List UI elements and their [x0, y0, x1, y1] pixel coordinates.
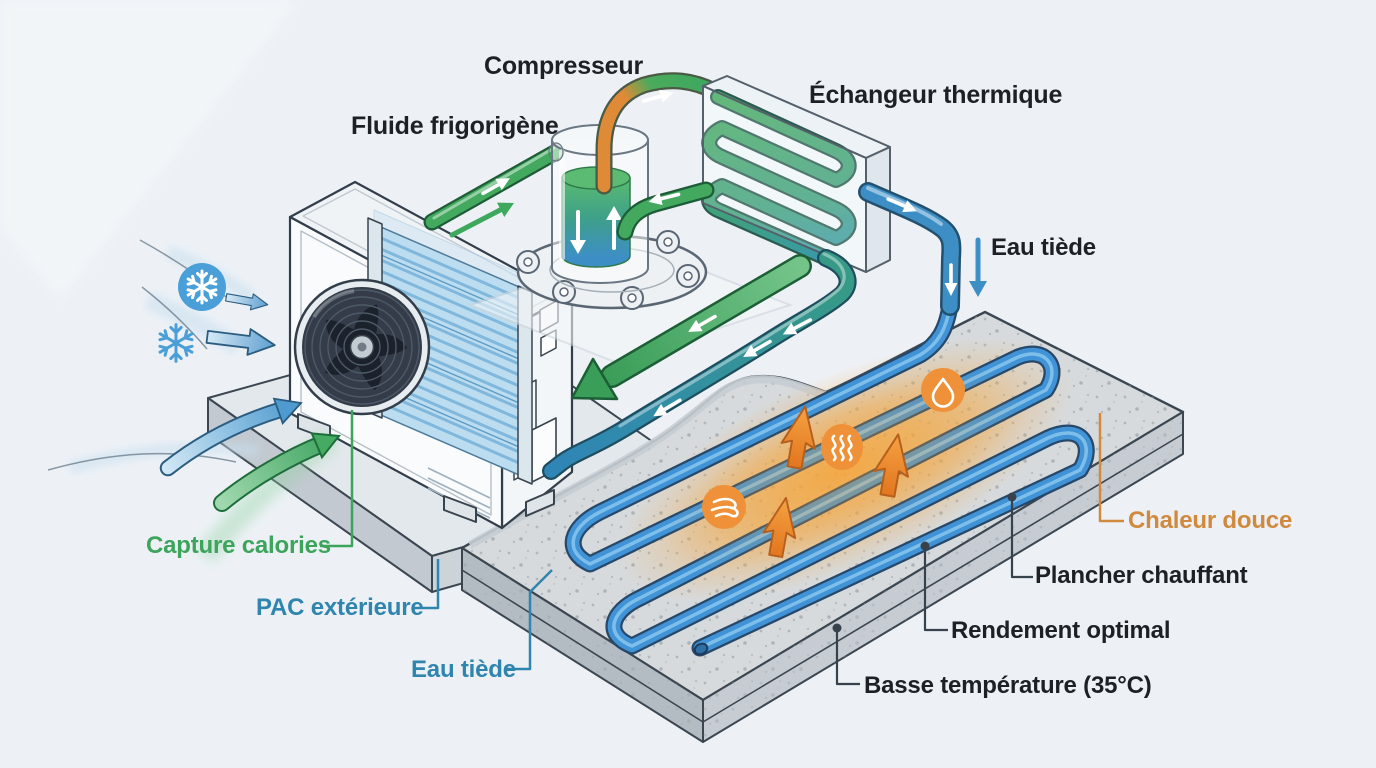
- heated-floor-slab: [460, 297, 1185, 743]
- pipe-unit-to-compressor: [423, 143, 565, 238]
- pipe-open-end: [693, 642, 709, 656]
- heat-exchanger: [701, 75, 891, 273]
- leader-heated-floor: [1010, 498, 1033, 579]
- leader-optimal-efficiency: [923, 546, 948, 632]
- fan: [293, 278, 431, 416]
- heat-waves-icon: [821, 424, 863, 470]
- cold-air-intake: [47, 239, 341, 563]
- calories-capture-arrow: [213, 432, 341, 512]
- capture-flow-arrow: [449, 202, 514, 238]
- leader-low-temperature: [835, 628, 860, 686]
- leader-outdoor-unit: [414, 559, 440, 610]
- warm-water-pipe: [858, 182, 962, 316]
- floor-edge-band: [468, 375, 829, 549]
- compressor-glass: [548, 124, 649, 284]
- cold-return-pipe: [542, 249, 857, 480]
- background-wash: [0, 0, 300, 300]
- water-drop-icon: [921, 368, 965, 412]
- leader-gentle-heat: [1098, 413, 1124, 523]
- pipe-compressor-to-exchanger: [595, 72, 723, 195]
- floor-layer-seam: [461, 433, 1184, 723]
- evaporator-fins: [367, 217, 533, 485]
- warm-water-annotation-arrow: [969, 237, 987, 297]
- pipe-exchanger-return-start: [616, 181, 715, 241]
- leader-capture-calories: [320, 410, 354, 548]
- air-arrow-curved: [159, 397, 303, 477]
- floor-pipe-serpentine: [564, 297, 1095, 657]
- refrigerant-return-arrow: [570, 254, 812, 401]
- leader-warm-water: [506, 569, 553, 671]
- wind-icon: [702, 485, 746, 529]
- leader-lines: [320, 410, 1124, 686]
- compressor: [467, 124, 793, 364]
- snowflake-icon: [178, 263, 226, 311]
